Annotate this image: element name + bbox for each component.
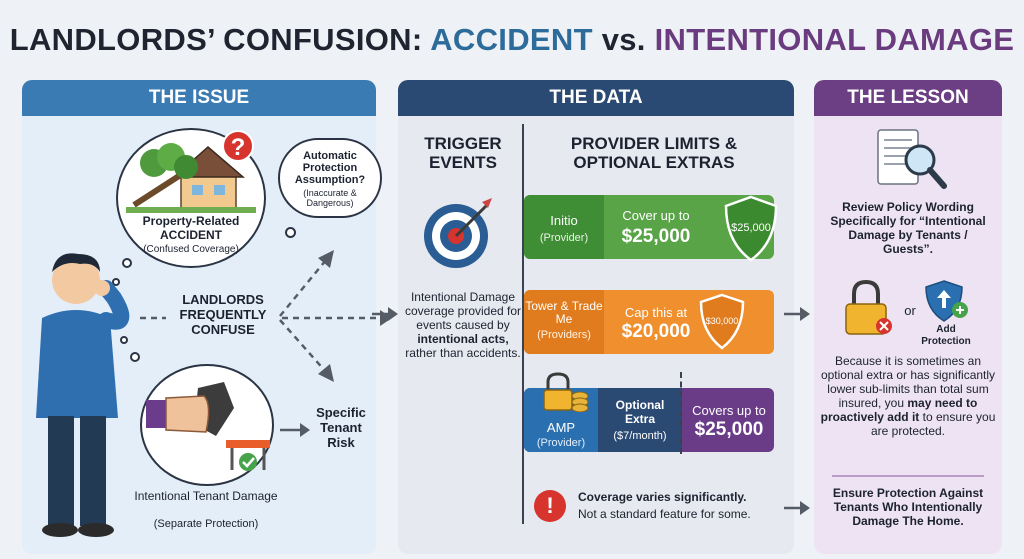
trigger-text-part2: rather than accidents. — [405, 346, 521, 360]
ensure-text: Ensure Protection Against Tenants Who In… — [832, 486, 984, 528]
shield-icon — [724, 195, 778, 262]
provider-cover-text: Cover up to — [622, 208, 690, 223]
accident-sub: (Confused Coverage) — [143, 244, 239, 255]
title-part-landlords: LANDLORDS’ CONFUSION: — [9, 22, 431, 57]
review-text: Review Policy Wording Specifically for “… — [830, 200, 986, 256]
optional-extra-segment — [598, 388, 682, 452]
assumption-cloud — [278, 138, 382, 218]
add-protection-label: Add Protection — [921, 324, 971, 347]
limits-title: PROVIDER LIMITS & OPTIONAL EXTRAS — [570, 134, 738, 172]
thought-dot — [130, 352, 140, 362]
add-protection-shield-icon — [925, 280, 968, 322]
data-divider — [522, 124, 524, 524]
intentional-sub: (Separate Protection) — [153, 518, 259, 530]
thought-dot — [112, 278, 120, 286]
provider-cover-text: Cap this at — [624, 305, 688, 320]
optional-extra-label: Optional Extra — [615, 398, 665, 426]
accident-title: Property-Related ACCIDENT — [120, 214, 262, 242]
optional-extra-price: ($7/month) — [613, 430, 667, 442]
provider-role: (Provider) — [536, 437, 586, 449]
confuse-label: LANDLORDS FREQUENTLY CONFUSE — [179, 292, 267, 337]
trigger-text: Intentional Damage coverage provided for… — [404, 290, 522, 360]
shield-badge-text: $30,000 — [705, 316, 739, 326]
risk-arrow — [280, 423, 310, 437]
assumption-title: Automatic Protection Assumption? — [294, 150, 366, 186]
provider-role: (Providers) — [537, 329, 591, 341]
arrow-to-data — [372, 307, 398, 321]
assumption-sub: (Inaccurate & Dangerous) — [303, 188, 357, 208]
accident-title-line1: Property-Related — [142, 214, 240, 228]
accident-title-line2: ACCIDENT — [160, 228, 222, 242]
title-part-vs: vs. — [592, 22, 655, 57]
arrow-to-lesson — [784, 307, 810, 321]
data-header: THE DATA — [398, 80, 794, 116]
title-part-intentional: INTENTIONAL DAMAGE — [654, 22, 1015, 57]
confusion-arrows — [140, 250, 392, 382]
intentional-title: Intentional Tenant Damage — [134, 489, 278, 503]
provider-amount: $25,000 — [621, 226, 691, 247]
confused-landlord-figure — [36, 253, 130, 537]
document-magnifier-icon — [877, 129, 947, 189]
lesson-body-bold: may need to proactively add it — [820, 396, 978, 424]
shield-icon — [699, 293, 745, 350]
lesson-body-part1: Because it is sometimes an optional extr… — [820, 354, 996, 410]
provider-cover-text: Covers up to — [692, 403, 766, 418]
lesson-header: THE LESSON — [814, 80, 1002, 116]
fist-wall-icon — [146, 382, 270, 471]
lesson-body: Because it is sometimes an optional extr… — [820, 354, 996, 438]
lesson-body-part2: to ensure you are protected. — [870, 410, 996, 438]
thought-dot — [120, 336, 128, 344]
provider-amount: $20,000 — [621, 321, 691, 342]
shield-badge-text: $25,000 — [731, 222, 771, 234]
or-label: or — [904, 303, 916, 318]
thought-dot — [122, 258, 132, 268]
question-icon: ? — [222, 130, 254, 162]
trigger-title: TRIGGER EVENTS — [424, 134, 502, 172]
trigger-text-bold: intentional acts, — [417, 332, 509, 346]
provider-role: (Provider) — [539, 232, 589, 244]
warning-title: Coverage varies significantly. — [578, 490, 747, 504]
trigger-text-part1: Intentional Damage coverage provided for… — [404, 290, 522, 332]
issue-header: THE ISSUE — [22, 80, 376, 116]
provider-name: Initio — [550, 213, 578, 228]
lock-icon — [845, 280, 892, 335]
provider-bar-label-area — [524, 290, 604, 354]
risk-label: Specific Tenant Risk — [316, 405, 366, 450]
warning-icon: ! — [534, 490, 566, 522]
page-title: LANDLORDS’ CONFUSION: ACCIDENT vs. INTEN… — [0, 22, 1024, 58]
provider-name: AMP — [546, 420, 576, 435]
lesson-divider — [832, 475, 984, 477]
warning-text: Not a standard feature for some. — [578, 507, 751, 521]
target-icon — [424, 198, 492, 268]
provider-amount: $25,000 — [694, 419, 764, 440]
title-part-accident: ACCIDENT — [430, 22, 593, 57]
provider-bar-label-area — [524, 195, 604, 259]
arrow-to-ensure — [784, 501, 810, 515]
extra-divider — [680, 372, 682, 454]
lock-coins-icon — [543, 372, 589, 412]
house-tree-icon — [126, 143, 256, 213]
provider-name: Tower & Trade Me — [525, 299, 603, 326]
thought-dot — [285, 227, 296, 238]
